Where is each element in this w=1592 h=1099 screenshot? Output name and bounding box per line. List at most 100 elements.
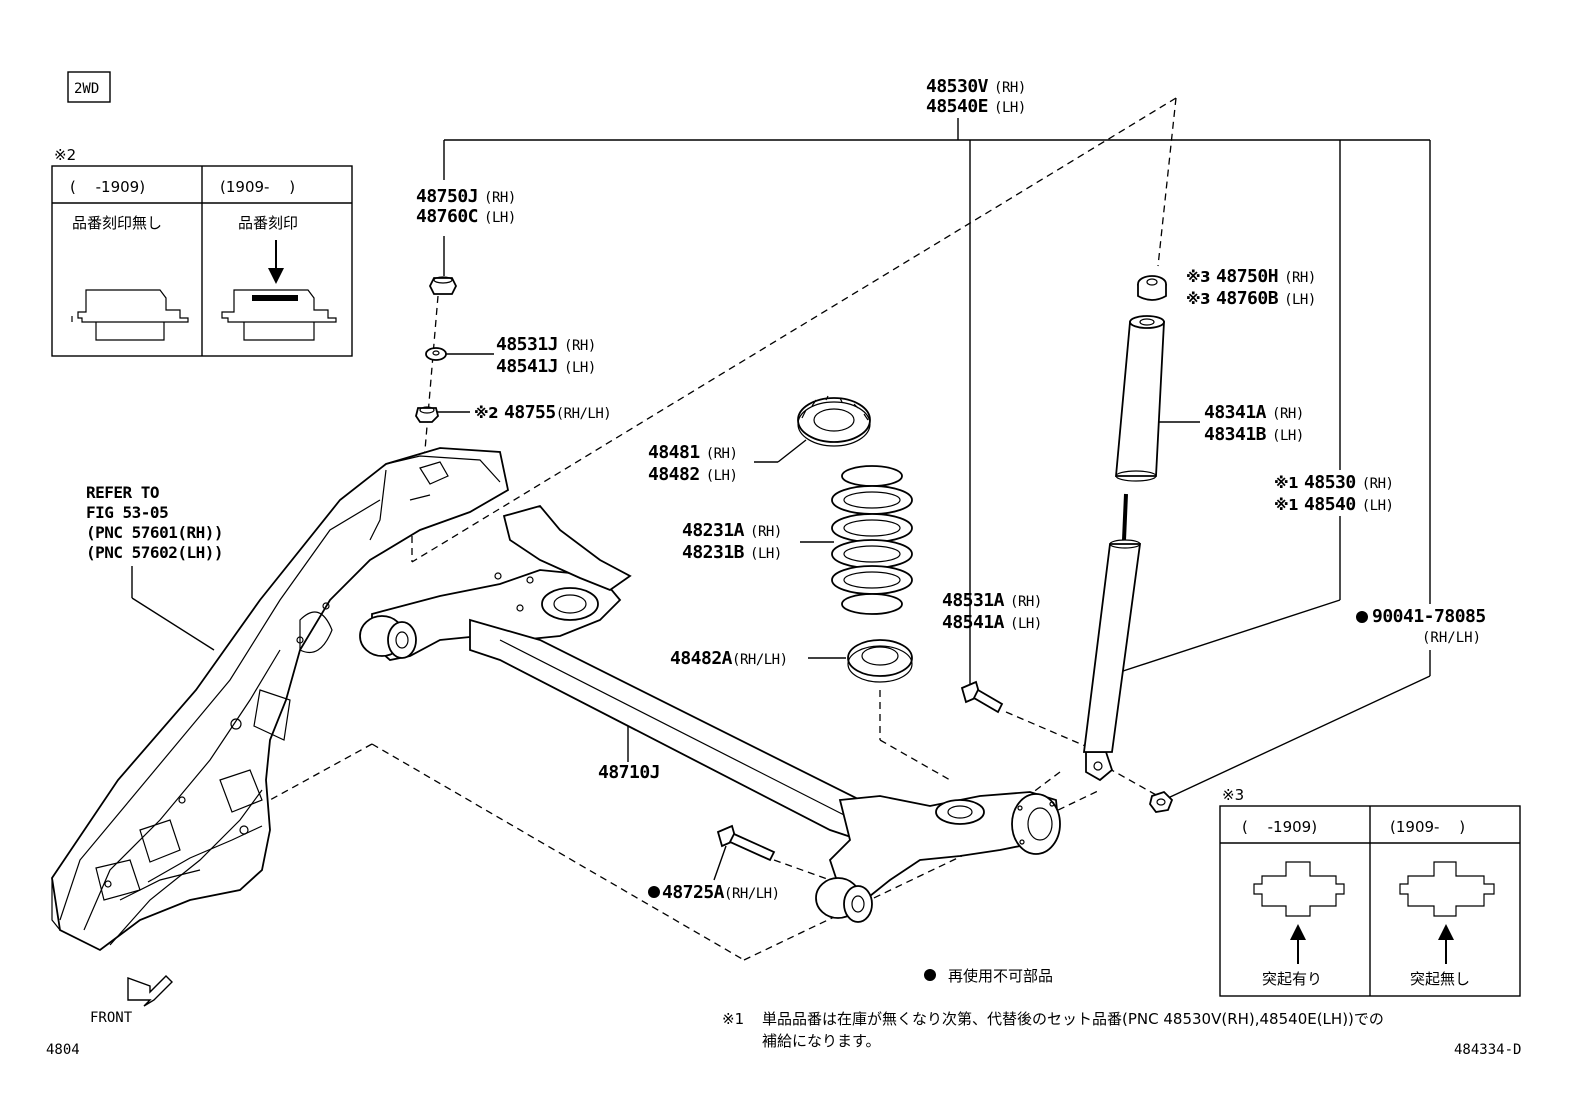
label-48231A: 48231A xyxy=(682,520,745,541)
label-48541A-side: (LH) xyxy=(1010,616,1042,632)
left-bushing xyxy=(359,615,417,659)
front-arrow-icon xyxy=(127,975,173,1007)
label-48760B-mark: ※3 xyxy=(1186,290,1210,308)
label-48541A: 48541A xyxy=(942,612,1005,633)
label-90041-78085: 90041-78085 xyxy=(1372,606,1486,627)
note2-mark: ※2 xyxy=(54,146,76,164)
left-stack-parts xyxy=(415,276,458,423)
footnote-mark: ※1 xyxy=(722,1010,744,1028)
note2-col2-header: (1909- ) xyxy=(220,178,295,196)
label-48231A-side: (RH) xyxy=(750,524,782,540)
label-48341B-side: (LH) xyxy=(1272,428,1304,444)
label-48481: 48481 xyxy=(648,442,700,463)
svg-text:48541A(LH): 48541A (LH) xyxy=(942,612,1042,633)
label-48530V-side: (RH) xyxy=(994,80,1026,96)
label-48531A-side: (RH) xyxy=(1010,594,1042,610)
label-48760B: 48760B xyxy=(1216,288,1279,309)
note2-col1-header: ( -1909) xyxy=(70,178,145,196)
label-90041-side: (RH/LH) xyxy=(1422,630,1481,646)
washer-48531J xyxy=(425,347,447,361)
label-48531J-side: (RH) xyxy=(564,338,596,354)
note3-col2-text: 突起無し xyxy=(1410,970,1470,988)
label-48481-side: (RH) xyxy=(706,446,738,462)
label-48540: 48540 xyxy=(1304,494,1356,515)
svg-text:48531J(RH): 48531J(RH) xyxy=(496,334,596,355)
coil-spring xyxy=(831,465,913,615)
shock-assembly-bracket xyxy=(443,118,1431,799)
label-48530V: 48530V xyxy=(926,76,989,97)
badge-2wd-text: 2WD xyxy=(74,81,99,97)
label-48231B: 48231B xyxy=(682,542,745,563)
refer-line4: (PNC 57602(LH)) xyxy=(86,543,223,562)
note3-mark: ※3 xyxy=(1222,786,1244,804)
svg-text:48760C(LH): 48760C (LH) xyxy=(416,206,516,227)
label-48760C-side: (LH) xyxy=(484,210,516,226)
label-48530-side: (RH) xyxy=(1362,476,1394,492)
svg-text:48530V(RH): 48530V (RH) xyxy=(926,76,1026,97)
svg-text:48482(LH): 48482 (LH) xyxy=(648,464,737,485)
label-48482A: 48482A xyxy=(670,648,733,669)
page-code: 4804 xyxy=(46,1042,80,1058)
nut-48750J xyxy=(428,276,458,295)
badge-2wd: 2WD xyxy=(67,71,111,103)
svg-text:48341B(LH): 48341B (LH) xyxy=(1204,424,1304,445)
label-48760B-side: (LH) xyxy=(1284,292,1316,308)
label-48755-side: (RH/LH) xyxy=(556,406,612,422)
refer-line2: FIG 53-05 xyxy=(86,503,168,522)
note3-col1-header: ( -1909) xyxy=(1242,818,1317,836)
label-48482-side: (LH) xyxy=(706,468,738,484)
label-48725A: 48725A xyxy=(662,882,725,903)
shock-top-nut xyxy=(1137,275,1167,301)
label-48541J: 48541J xyxy=(496,356,558,377)
label-48530: 48530 xyxy=(1304,472,1356,493)
label-48231B-side: (LH) xyxy=(750,546,782,562)
note3-col2-header: (1909- ) xyxy=(1390,818,1465,836)
label-48750H-side: (RH) xyxy=(1284,270,1316,286)
svg-text:48750J(RH): 48750J(RH) xyxy=(416,186,516,207)
label-48540-mark: ※1 xyxy=(1274,496,1298,514)
svg-text:48231A(RH): 48231A (RH) xyxy=(682,520,782,541)
label-48541J-side: (LH) xyxy=(564,360,596,376)
hub-flange xyxy=(1011,793,1061,855)
svg-text:48231B(LH): 48231B (LH) xyxy=(682,542,782,563)
label-48710J: 48710J xyxy=(598,762,660,783)
label-48530-mark: ※1 xyxy=(1274,474,1298,492)
note3-col1-text: 突起有り xyxy=(1262,970,1322,988)
footnote-line1: 単品品番は在庫が無くなり次第、代替後のセット品番(PNC 48530V(RH),… xyxy=(762,1010,1384,1028)
label-48755-mark: ※2 xyxy=(474,404,498,422)
label-48755: 48755 xyxy=(504,402,556,423)
front-label: FRONT xyxy=(90,1010,133,1026)
nut-90041-78085 xyxy=(1149,790,1174,813)
label-48540-side: (LH) xyxy=(1362,498,1394,514)
footnote-line2: 補給になります。 xyxy=(762,1032,881,1050)
label-48760C: 48760C xyxy=(416,206,478,227)
label-48540E-side: (LH) xyxy=(994,100,1026,116)
svg-text:48725A(RH/LH): 48725A(RH/LH) xyxy=(662,882,780,903)
note3-table: ※3 ( -1909) (1909- ) 突起有り 突起無し xyxy=(1219,786,1521,997)
label-48482A-side: (RH/LH) xyxy=(732,652,788,668)
legend-nonreuse-text: 再使用不可部品 xyxy=(948,967,1053,985)
front-indicator: FRONT xyxy=(90,975,173,1026)
bolt-48531A xyxy=(960,674,1004,714)
label-48341A-side: (RH) xyxy=(1272,406,1304,422)
figure-code: 484334-D xyxy=(1454,1042,1521,1058)
svg-text:48531A(RH): 48531A(RH) xyxy=(942,590,1042,611)
svg-text:48482A(RH/LH): 48482A(RH/LH) xyxy=(670,648,788,669)
label-48341A: 48341A xyxy=(1204,402,1267,423)
note2-table: ※2 ( -1909) (1909- ) 品番刻印無し 品番刻印 xyxy=(51,146,353,357)
rear-axle-beam xyxy=(359,504,1114,923)
label-48750H-mark: ※3 xyxy=(1186,268,1210,286)
svg-text:48481(RH): 48481 (RH) xyxy=(648,442,737,463)
label-48750J-side: (RH) xyxy=(484,190,516,206)
label-48750H: 48750H xyxy=(1216,266,1278,287)
label-48341B: 48341B xyxy=(1204,424,1267,445)
label-48482: 48482 xyxy=(648,464,700,485)
legend-nonreuse: 再使用不可部品 xyxy=(924,967,1053,985)
bolt-48725A xyxy=(716,824,776,862)
